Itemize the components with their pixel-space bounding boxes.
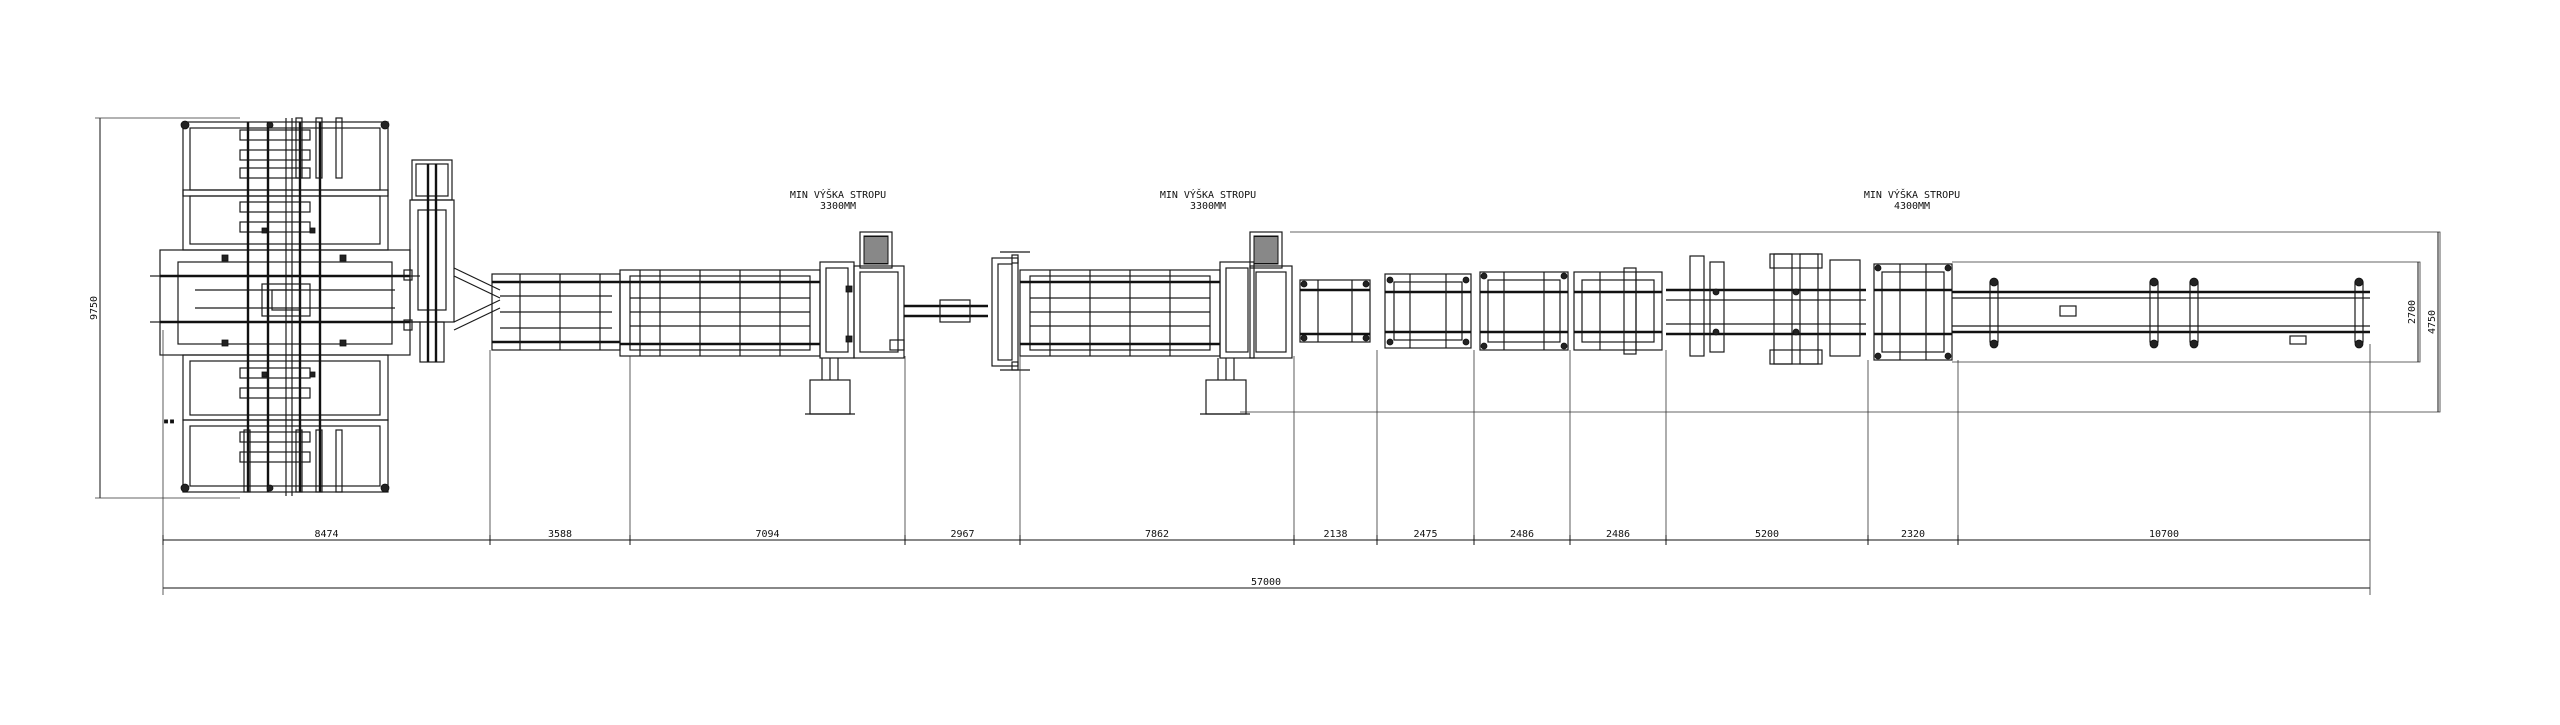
module-2486-a bbox=[1479, 271, 1569, 351]
transfer-unit bbox=[403, 159, 501, 363]
stacker-2320 bbox=[1873, 263, 1953, 361]
ceiling-note-3: MIN VÝŠKA STROPU 4300MM bbox=[1864, 188, 1960, 212]
left-height-dimension: 9750 bbox=[89, 117, 240, 499]
dim-right-inner: 2700 bbox=[2407, 300, 2418, 324]
module-2138 bbox=[1299, 279, 1371, 343]
roller-conveyor-2 bbox=[491, 273, 621, 351]
dim-segment-label: 2486 bbox=[1606, 529, 1630, 540]
module-2486-b bbox=[1573, 267, 1663, 355]
dim-segment-label: 7862 bbox=[1145, 529, 1169, 540]
dim-segment-label: 5200 bbox=[1755, 529, 1779, 540]
note-1-line1: MIN VÝŠKA STROPU bbox=[790, 188, 886, 201]
note-3-line2: 4300MM bbox=[1894, 201, 1930, 212]
dim-segment-label: 10700 bbox=[2149, 529, 2179, 540]
note-1-line2: 3300MM bbox=[820, 201, 856, 212]
dim-segment-label: 2475 bbox=[1413, 529, 1437, 540]
svg-text:▪▪: ▪▪ bbox=[163, 416, 175, 427]
long-conveyor-5 bbox=[1019, 231, 1293, 415]
module-2475 bbox=[1384, 273, 1472, 349]
cross-transfer-5200 bbox=[1666, 253, 1866, 365]
dim-total: 57000 bbox=[1251, 577, 1281, 588]
dimension-labels: 8474 3588 7094 2967 7862 2138 2475 2486 2486 5200… bbox=[162, 529, 2179, 545]
dimension-chain bbox=[162, 330, 2371, 595]
dim-segment-label: 2138 bbox=[1323, 529, 1347, 540]
note-2-line2: 3300MM bbox=[1190, 201, 1226, 212]
floor-outline bbox=[1240, 231, 2441, 413]
turntable-cross-station: ▪▪ bbox=[150, 117, 420, 496]
dim-segment-label: 2320 bbox=[1901, 529, 1925, 540]
shuttle-bridge-4 bbox=[904, 251, 1030, 371]
dim-segment-label: 2967 bbox=[950, 529, 974, 540]
note-2-line1: MIN VÝŠKA STROPU bbox=[1160, 188, 1256, 201]
dim-right-outer: 4750 bbox=[2427, 310, 2438, 334]
dim-segment-label: 7094 bbox=[755, 529, 779, 540]
dim-segment-label: 3588 bbox=[548, 529, 572, 540]
outfeed-conveyor-10700 bbox=[1952, 277, 2370, 349]
long-conveyor-3 bbox=[619, 231, 905, 415]
right-dimensions: 2700 4750 bbox=[2407, 232, 2439, 412]
dim-segment-label: 8474 bbox=[314, 529, 338, 540]
ceiling-note-2: MIN VÝŠKA STROPU 3300MM bbox=[1160, 188, 1256, 212]
note-3-line1: MIN VÝŠKA STROPU bbox=[1864, 188, 1960, 201]
dim-segment-label: 2486 bbox=[1510, 529, 1534, 540]
ceiling-note-1: MIN VÝŠKA STROPU 3300MM bbox=[790, 188, 886, 212]
dim-left-height: 9750 bbox=[89, 296, 100, 320]
